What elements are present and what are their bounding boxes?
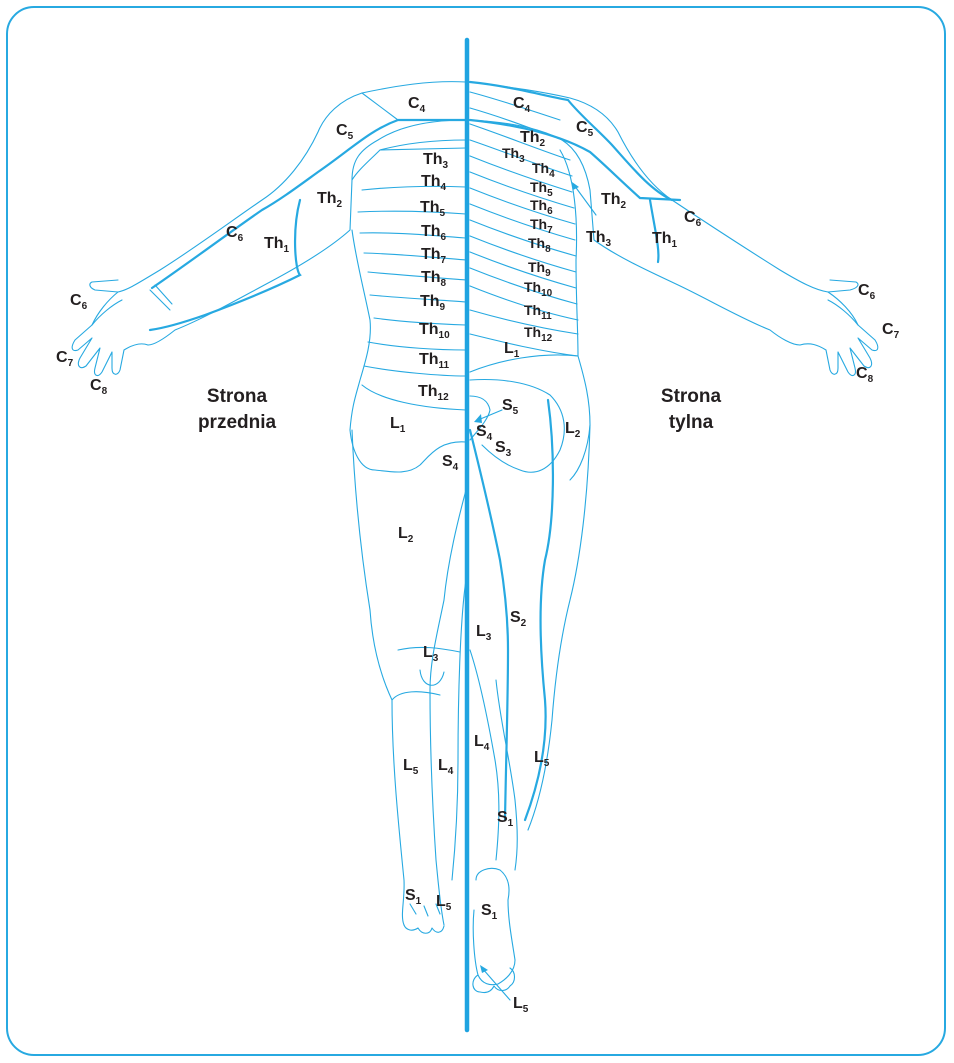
- label-front-c4: C4: [408, 95, 426, 115]
- label-front-s4: S4: [442, 453, 459, 473]
- label-back-th5: Th5: [530, 179, 553, 199]
- back-title-line2: tylna: [669, 412, 714, 433]
- label-front-th7: Th7: [421, 246, 447, 266]
- label-front-c7: C7: [56, 349, 74, 369]
- label-front-l3: L3: [423, 644, 439, 664]
- label-back-c5: C5: [576, 119, 594, 139]
- label-back-th4: Th4: [532, 160, 555, 180]
- label-front-c6-arm: C6: [226, 224, 244, 244]
- label-back-th3-arm: Th3: [586, 229, 612, 249]
- label-front-th6: Th6: [421, 223, 447, 243]
- label-back-th8: Th8: [528, 235, 551, 255]
- label-back-l5-leg: L5: [534, 749, 550, 769]
- label-back-c6-arm: C6: [684, 209, 702, 229]
- label-front-th3: Th3: [423, 151, 449, 171]
- label-back-th2-arm: Th2: [601, 191, 627, 211]
- label-front-th11: Th11: [419, 351, 450, 371]
- label-back-s2: S2: [510, 609, 527, 629]
- label-back-c4: C4: [513, 95, 531, 115]
- label-back-th12: Th12: [524, 324, 553, 344]
- label-front-c5: C5: [336, 122, 354, 142]
- label-front-th4: Th4: [421, 173, 447, 193]
- back-title-line1: Strona: [661, 386, 722, 407]
- label-front-s1: S1: [405, 887, 422, 907]
- label-front-th8: Th8: [421, 269, 447, 289]
- label-front-l4: L4: [438, 757, 454, 777]
- front-title-line2: przednia: [198, 412, 277, 433]
- label-back-l3: L3: [476, 623, 492, 643]
- label-back-th7: Th7: [530, 216, 553, 236]
- front-title-line1: Strona: [207, 386, 268, 407]
- label-front-c6-hand: C6: [70, 292, 88, 312]
- label-back-l1: L1: [504, 340, 520, 360]
- label-back-th1: Th1: [652, 230, 678, 250]
- label-front-c8: C8: [90, 377, 108, 397]
- back-dermatome-labels: C4 C5 Th2 Th3 Th4 Th5 Th6 Th7 Th8 Th9 Th…: [474, 95, 900, 1015]
- label-back-s3: S3: [495, 439, 512, 459]
- label-back-s1-foot: S1: [481, 902, 498, 922]
- label-back-s1-leg: S1: [497, 809, 514, 829]
- label-front-th5: Th5: [420, 199, 446, 219]
- label-back-th10: Th10: [524, 279, 553, 299]
- label-back-l4: L4: [474, 733, 490, 753]
- label-back-s4: S4: [476, 423, 493, 443]
- label-front-th2: Th2: [317, 190, 343, 210]
- front-dermatome-labels: C4 C5 C6 C6 C7 C8 Th2 Th1 Th3 Th4 Th5 Th…: [56, 95, 459, 913]
- label-back-c7: C7: [882, 321, 900, 341]
- label-front-l2: L2: [398, 525, 414, 545]
- label-back-c8: C8: [856, 365, 874, 385]
- label-front-th12: Th12: [418, 383, 449, 403]
- label-back-th9: Th9: [528, 259, 551, 279]
- label-back-th11: Th11: [524, 302, 552, 322]
- label-back-s5: S5: [502, 397, 519, 417]
- label-front-l1: L1: [390, 415, 406, 435]
- label-back-l2: L2: [565, 420, 581, 440]
- label-front-th9: Th9: [420, 293, 446, 313]
- label-front-th1: Th1: [264, 235, 290, 255]
- label-back-l5-foot: L5: [513, 995, 529, 1015]
- label-back-th3-upper: Th3: [502, 145, 525, 165]
- label-back-c6-hand: C6: [858, 282, 876, 302]
- front-body-outline: [72, 82, 466, 934]
- label-front-l5: L5: [403, 757, 419, 777]
